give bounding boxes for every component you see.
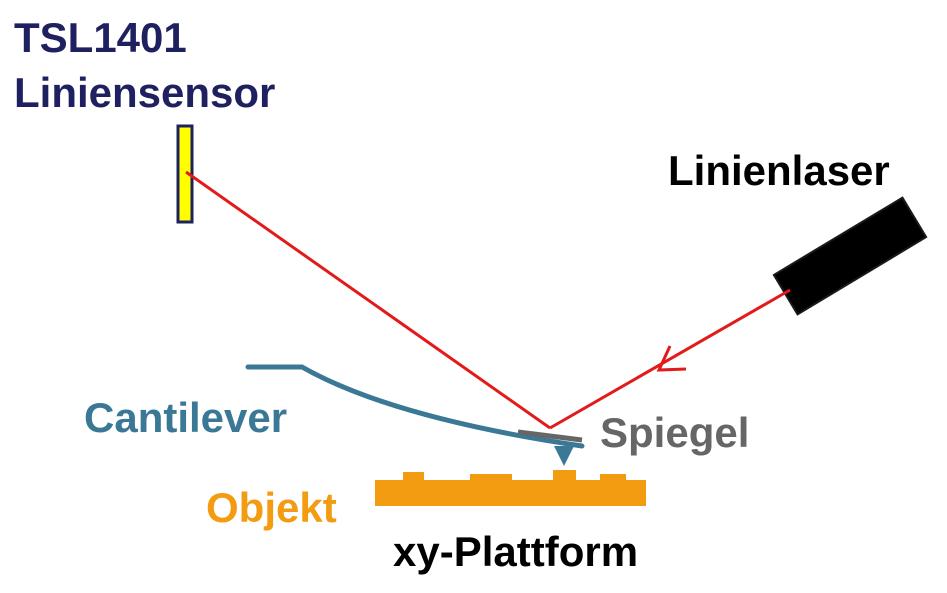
laser-label: Linienlaser [668, 147, 890, 194]
reflected-laser-beam [185, 170, 551, 430]
sensor-label-line1: TSL1401 [14, 14, 187, 61]
beam-direction-arrow [656, 345, 687, 372]
mirror-label: Spiegel [600, 409, 749, 456]
object-label: Objekt [206, 484, 337, 531]
cantilever-label: Cantilever [84, 394, 287, 441]
cantilever-tip [554, 446, 574, 466]
object-sample [375, 470, 646, 506]
line-laser [772, 196, 928, 316]
line-sensor [176, 124, 194, 224]
cantilever-beam [245, 364, 585, 449]
sensor-label-line2: Liniensensor [14, 69, 275, 116]
platform-label: xy-Plattform [393, 528, 638, 575]
incident-laser-beam [549, 288, 791, 430]
mirror [517, 429, 583, 443]
